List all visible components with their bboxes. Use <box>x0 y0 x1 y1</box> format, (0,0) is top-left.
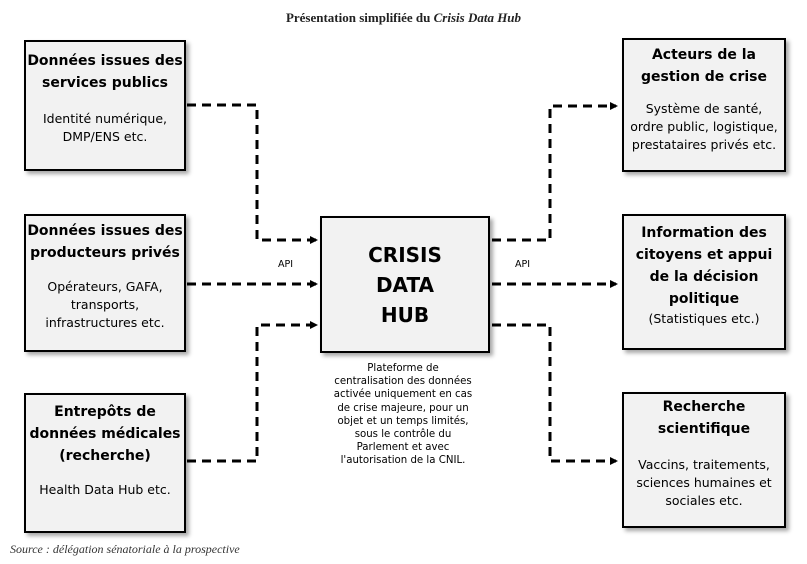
box-medical-warehouses-title: Entrepôts de données médicales (recherch… <box>29 404 181 464</box>
box-citizen-information: Information des citoyens et appui de la … <box>622 214 786 350</box>
box-medical-warehouses-body: Health Data Hub etc. <box>39 482 171 497</box>
box-crisis-actors: Acteurs de la gestion de crise Système d… <box>622 38 786 172</box>
box-private-producers: Données issues des producteurs privés Op… <box>24 214 186 352</box>
box-private-producers-body: Opérateurs, GAFA, transports, infrastruc… <box>45 279 165 330</box>
diagram-title: Présentation simplifiée du Crisis Data H… <box>285 10 522 25</box>
box-scientific-research-title: Recherche scientifique <box>657 399 751 437</box>
box-public-services: Données issues des services publics Iden… <box>24 40 186 171</box>
api-label-right: API <box>515 259 531 270</box>
crisis-data-hub-label: CRISIS DATA HUB <box>368 242 442 327</box>
box-public-services-title: Données issues des services publics <box>27 53 183 91</box>
box-crisis-actors-title: Acteurs de la gestion de crise <box>640 47 768 85</box>
box-citizen-information-title: Information des citoyens et appui de la … <box>635 225 773 307</box>
box-medical-warehouses: Entrepôts de données médicales (recherch… <box>24 393 186 533</box>
source-note: Source : délégation sénatoriale à la pro… <box>10 542 240 556</box>
api-label-left: API <box>278 259 294 270</box>
box-private-producers-title: Données issues des producteurs privés <box>27 223 183 261</box>
hub-description: Plateforme de centralisation des données… <box>333 363 473 467</box>
box-public-services-body: Identité numérique, DMP/ENS etc. <box>42 111 168 144</box>
crisis-data-hub-box: CRISIS DATA HUB <box>320 216 490 353</box>
arrow-hub-to-research <box>492 323 618 465</box>
box-scientific-research-body: Vaccins, traitements, sciences humaines … <box>636 457 772 508</box>
box-scientific-research: Recherche scientifique Vaccins, traiteme… <box>622 392 786 528</box>
arrow-hub-to-crisis <box>492 102 618 242</box>
box-crisis-actors-body: Système de santé, ordre public, logistiq… <box>630 101 778 152</box>
box-citizen-information-body: (Statistiques etc.) <box>648 311 760 326</box>
arrow-public-to-hub <box>187 103 318 244</box>
arrow-medical-to-hub <box>187 321 318 463</box>
